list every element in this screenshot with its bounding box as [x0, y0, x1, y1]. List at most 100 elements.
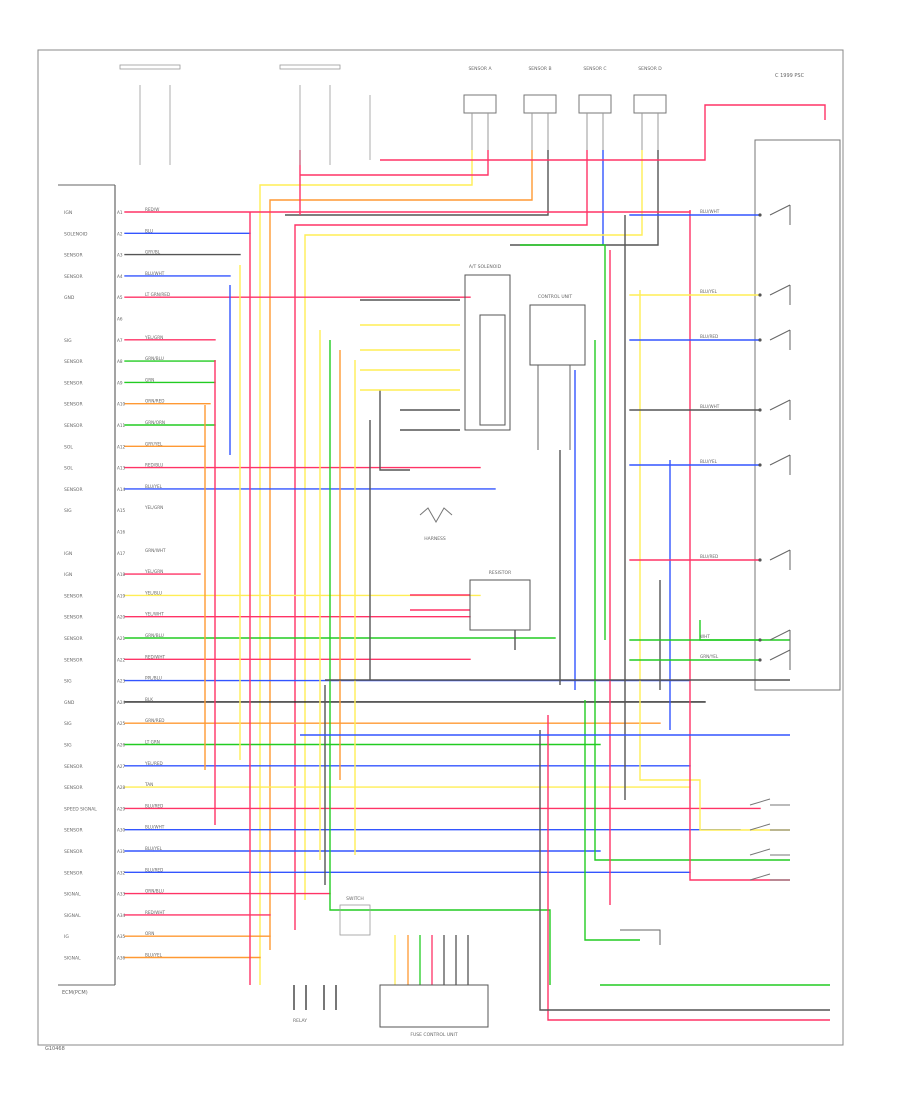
sensor-a-wire: [259, 150, 473, 985]
right-switch-pin: [758, 558, 762, 562]
ecm-wire-color: GRN/BLU: [145, 633, 164, 638]
ecm-pin-name: SENSOR: [64, 380, 83, 386]
ecm-pin-number: A2: [117, 231, 123, 236]
ecm-pin-name: SENSOR: [64, 764, 83, 770]
lower-right-switch: [749, 798, 771, 806]
ecm-wire-color: LT GRN: [145, 740, 160, 745]
ecm-wire-color: RED/WHT: [145, 910, 165, 915]
top-sensor-label: SENSOR D: [638, 66, 662, 72]
right-switch-pin: [758, 293, 762, 297]
ecm-wire-color: BLU: [145, 228, 153, 233]
ecm-pin-number: A31: [117, 849, 126, 854]
ecm-pin-number: A36: [117, 956, 126, 961]
ecm-pin-number: A13: [117, 466, 126, 471]
ecm-wire-color: GRN/RED: [145, 718, 164, 723]
right-switch-wire-color: BLU/WHT: [700, 404, 720, 409]
ecm-wire-color: BLU/YEL: [145, 953, 163, 958]
bottom-green-branch: [584, 700, 640, 941]
right-switch-lever: [769, 329, 791, 341]
ecm-pin-name: SIG: [64, 679, 72, 685]
ecm-pin-number: A1: [117, 210, 123, 215]
fuse-control-unit: [379, 984, 489, 1028]
top-sensor-label: SENSOR B: [528, 66, 551, 72]
right-switch-lever: [769, 454, 791, 466]
sensor-b-gray: [285, 150, 549, 216]
ecm-pin-name: SENSOR: [64, 849, 83, 855]
ecm-wire-color: GRY/BL: [145, 250, 161, 255]
ecm-wire-color: BLU/WHT: [145, 271, 165, 276]
sensor-c-wire: [294, 150, 588, 930]
right-switch-4: BLU/WHT: [700, 399, 791, 420]
right-switch-lever: [769, 284, 791, 296]
ecm-wire-color: YEL/GRN: [144, 505, 163, 510]
ecm-wire-color: BLU/WHT: [145, 825, 165, 830]
vert-red-4: [689, 210, 790, 881]
ecm-wire-color: BLU/RED: [145, 867, 163, 872]
ecm-pin-name: IGN: [64, 551, 72, 557]
ecm-pin-name: GND: [64, 295, 75, 301]
right-switch-7: WHT: [700, 629, 791, 650]
ecm-pin-name: SENSOR: [64, 593, 83, 599]
ecm-pin-name: SIGNAL: [64, 913, 81, 919]
right-switch-wire-color: BLU/RED: [700, 334, 718, 339]
right-switch-wire-color: BLU/YEL: [700, 289, 718, 294]
fuse-control-label: FUSE CONTROL UNIT: [410, 1032, 457, 1038]
ecm-wire-color: BLU/YEL: [145, 484, 163, 489]
ecm-wire-color: RED/BLU: [145, 463, 163, 468]
ecm-pin-name: SIG: [64, 743, 72, 749]
transmission-solenoid-pack: [464, 274, 511, 431]
ecm-wire-color: YEL/GRN: [144, 335, 163, 340]
control-unit-box: [529, 304, 586, 366]
ecm-pin-number: A26: [117, 743, 126, 748]
ecm-pin-name: SENSOR: [64, 870, 83, 876]
top-sensor-2: [523, 94, 557, 150]
ecm-pin-number: A29: [117, 806, 126, 811]
right-switch-wire-color: WHT: [700, 634, 710, 639]
ecm-wire-color: RED/W: [145, 207, 159, 212]
ecm-pin-number: A27: [117, 764, 126, 769]
right-switch-2: BLU/YEL: [700, 284, 791, 305]
ecm-pin-number: A7: [117, 338, 123, 343]
ecm-pin-number: A14: [117, 487, 126, 492]
ecm-pin-6: A6: [117, 317, 123, 322]
lower-right-switch: [749, 873, 771, 881]
ecm-pin-name: SOLENOID: [64, 231, 88, 237]
ecm-wire-color: GRY/YEL: [145, 441, 163, 446]
sensor-a-red: [380, 150, 489, 176]
bottom-red-run: [547, 715, 830, 1021]
ecm-wire-color: BLK: [145, 697, 153, 702]
ecm-pin-number: A5: [117, 295, 123, 300]
top-sensor-body: [578, 94, 612, 114]
footer-code: G10468: [45, 1046, 65, 1052]
component-layer: BLU/WHT BLU/YEL BLU/RED BLU/WHT BLU/YEL BLU/R…: [37, 49, 844, 1046]
top-sensor-3: [578, 94, 612, 150]
ecm-pin-number: A9: [117, 380, 123, 385]
diagram-border: [37, 49, 844, 1046]
ecm-pin-name: IGN: [64, 210, 72, 216]
lower-right-switch: [749, 823, 771, 831]
main-power-red: [380, 104, 826, 161]
ecm-wire-color: GRN/BLU: [145, 356, 164, 361]
ecm-pin-number: A25: [117, 721, 126, 726]
right-switch-pin: [758, 463, 762, 467]
top-sensor-body: [523, 94, 557, 114]
ecm-pin-number: A23: [117, 679, 126, 684]
ecm-pin-26: SIG A26 LT GRN: [64, 740, 160, 749]
ecm-wire-color: YEL/RED: [144, 761, 163, 766]
ecm-pin-number: A21: [117, 636, 126, 641]
